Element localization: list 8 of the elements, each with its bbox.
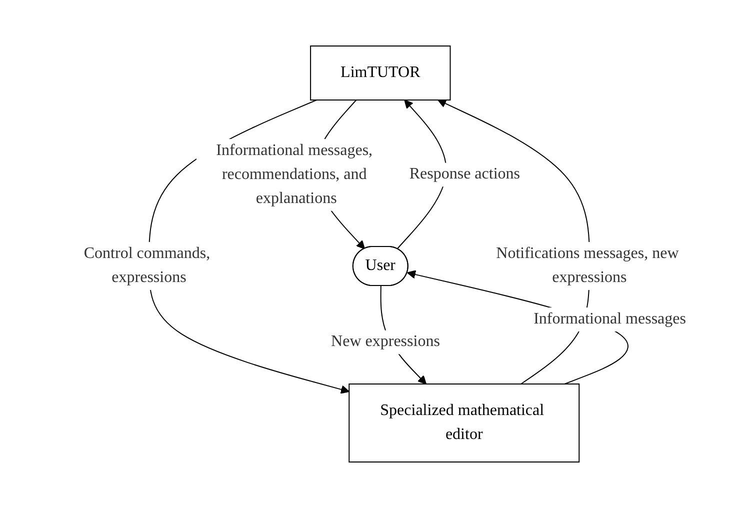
node-box: LimTUTOR [310,46,450,100]
edge-label: Response actions [409,166,520,183]
edge-label: Notifications messages, new expressions [496,245,679,286]
node-box: Specialized mathematical editor [348,384,580,462]
edge-label: Informational messages, recommendations, and explanations [216,142,372,207]
edge-label: Informational messages [533,310,686,328]
edge-label: New expressions [330,333,440,350]
edge-label: Control commands, expressions [84,245,210,286]
